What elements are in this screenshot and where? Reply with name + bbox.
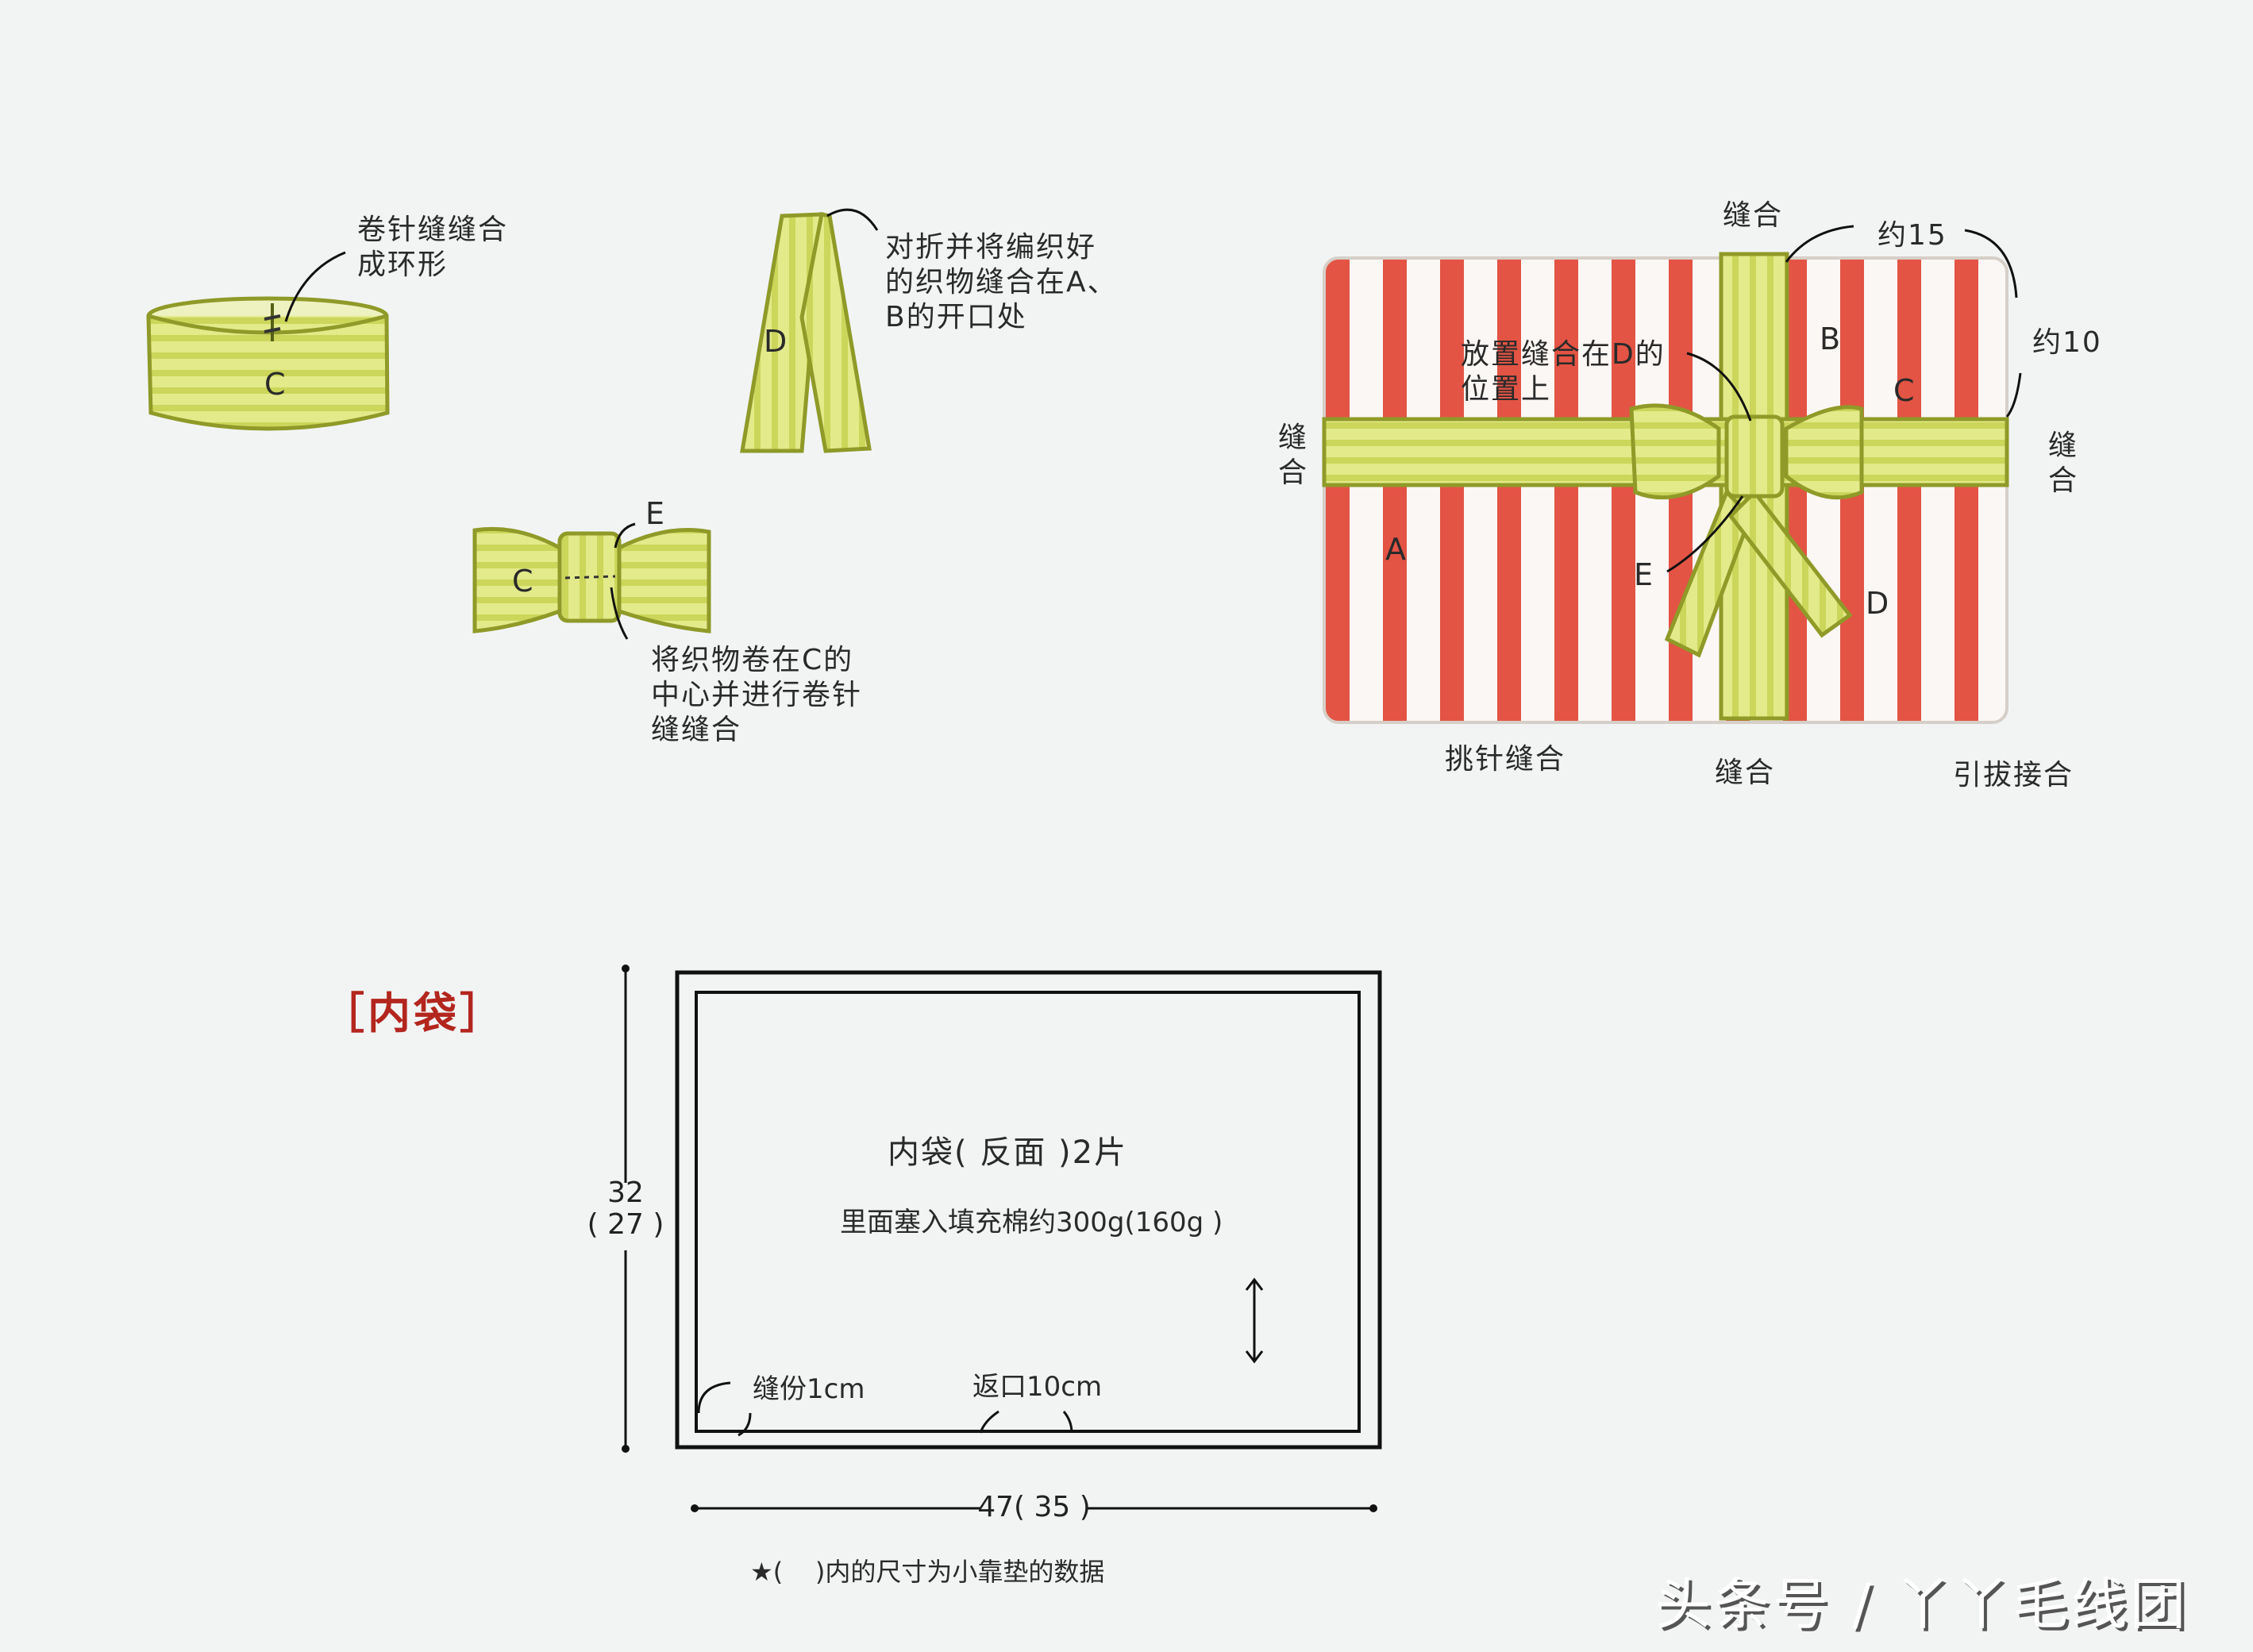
- inner-bag-piece-label: 内袋( 反面 )2片: [888, 1134, 1128, 1171]
- opening-label: 返口10cm: [972, 1371, 1103, 1403]
- gift-part-e-label: E: [1634, 557, 1654, 592]
- gift-top-seam-label: 缝合: [1723, 199, 1784, 232]
- step1-label: 卷针缝缝合 成环形: [357, 214, 509, 281]
- inner-bag-title: ［内袋］: [322, 988, 506, 1038]
- bow-part-e-label: E: [645, 496, 665, 531]
- gift-place-label: 放置缝合在D的 位置上: [1461, 338, 1666, 406]
- seam-allowance-label: 缝份1cm: [753, 1373, 865, 1405]
- height-dimension: 32: [607, 1176, 644, 1209]
- gift-part-b-label: B: [1820, 322, 1841, 356]
- gift-part-c-label: C: [1893, 373, 1915, 408]
- watermark: 头条号 / 丫丫毛线团: [1655, 1572, 2189, 1637]
- step2-instruction: 对折并将编织好 的织物缝合在A、 B的开口处: [885, 231, 1118, 333]
- width-dimension: 47( 35 ): [977, 1491, 1091, 1523]
- inner-bag-fill-note: 里面塞入填充棉约300g(160g ): [840, 1207, 1223, 1238]
- bow-part-c-label: C: [512, 564, 533, 599]
- gift-left-seam-label: 缝 合: [1278, 422, 1309, 489]
- inner-bag-pattern: [622, 965, 1382, 1512]
- gift-part-a-label: A: [1385, 532, 1406, 567]
- part-c-label: C: [264, 367, 286, 402]
- gift-bottom-seam-label: 缝合: [1715, 757, 1776, 789]
- gift-right-seam-label: 缝 合: [2048, 429, 2079, 497]
- gift-width-label: 约15: [1878, 219, 1947, 252]
- band-c-illustration: [146, 251, 390, 431]
- gift-part-d-label: D: [1866, 586, 1889, 621]
- gift-bottom-right-label: 引拔接合: [1953, 759, 2074, 791]
- step3-instruction: 将织物卷在C的 中心并进行卷针 缝缝合: [651, 644, 863, 746]
- footnote: ★( )内的尺寸为小靠垫的数据: [750, 1557, 1105, 1587]
- height-dimension-small: ( 27 ): [587, 1208, 664, 1241]
- gift-height-label: 约10: [2032, 326, 2102, 359]
- part-d-label: D: [764, 324, 788, 359]
- gift-bottom-left-label: 挑针缝合: [1445, 743, 1566, 776]
- bow-illustration: [472, 522, 711, 640]
- strip-d-illustration: [740, 208, 879, 453]
- gift-cushion-illustration: [1322, 225, 2022, 724]
